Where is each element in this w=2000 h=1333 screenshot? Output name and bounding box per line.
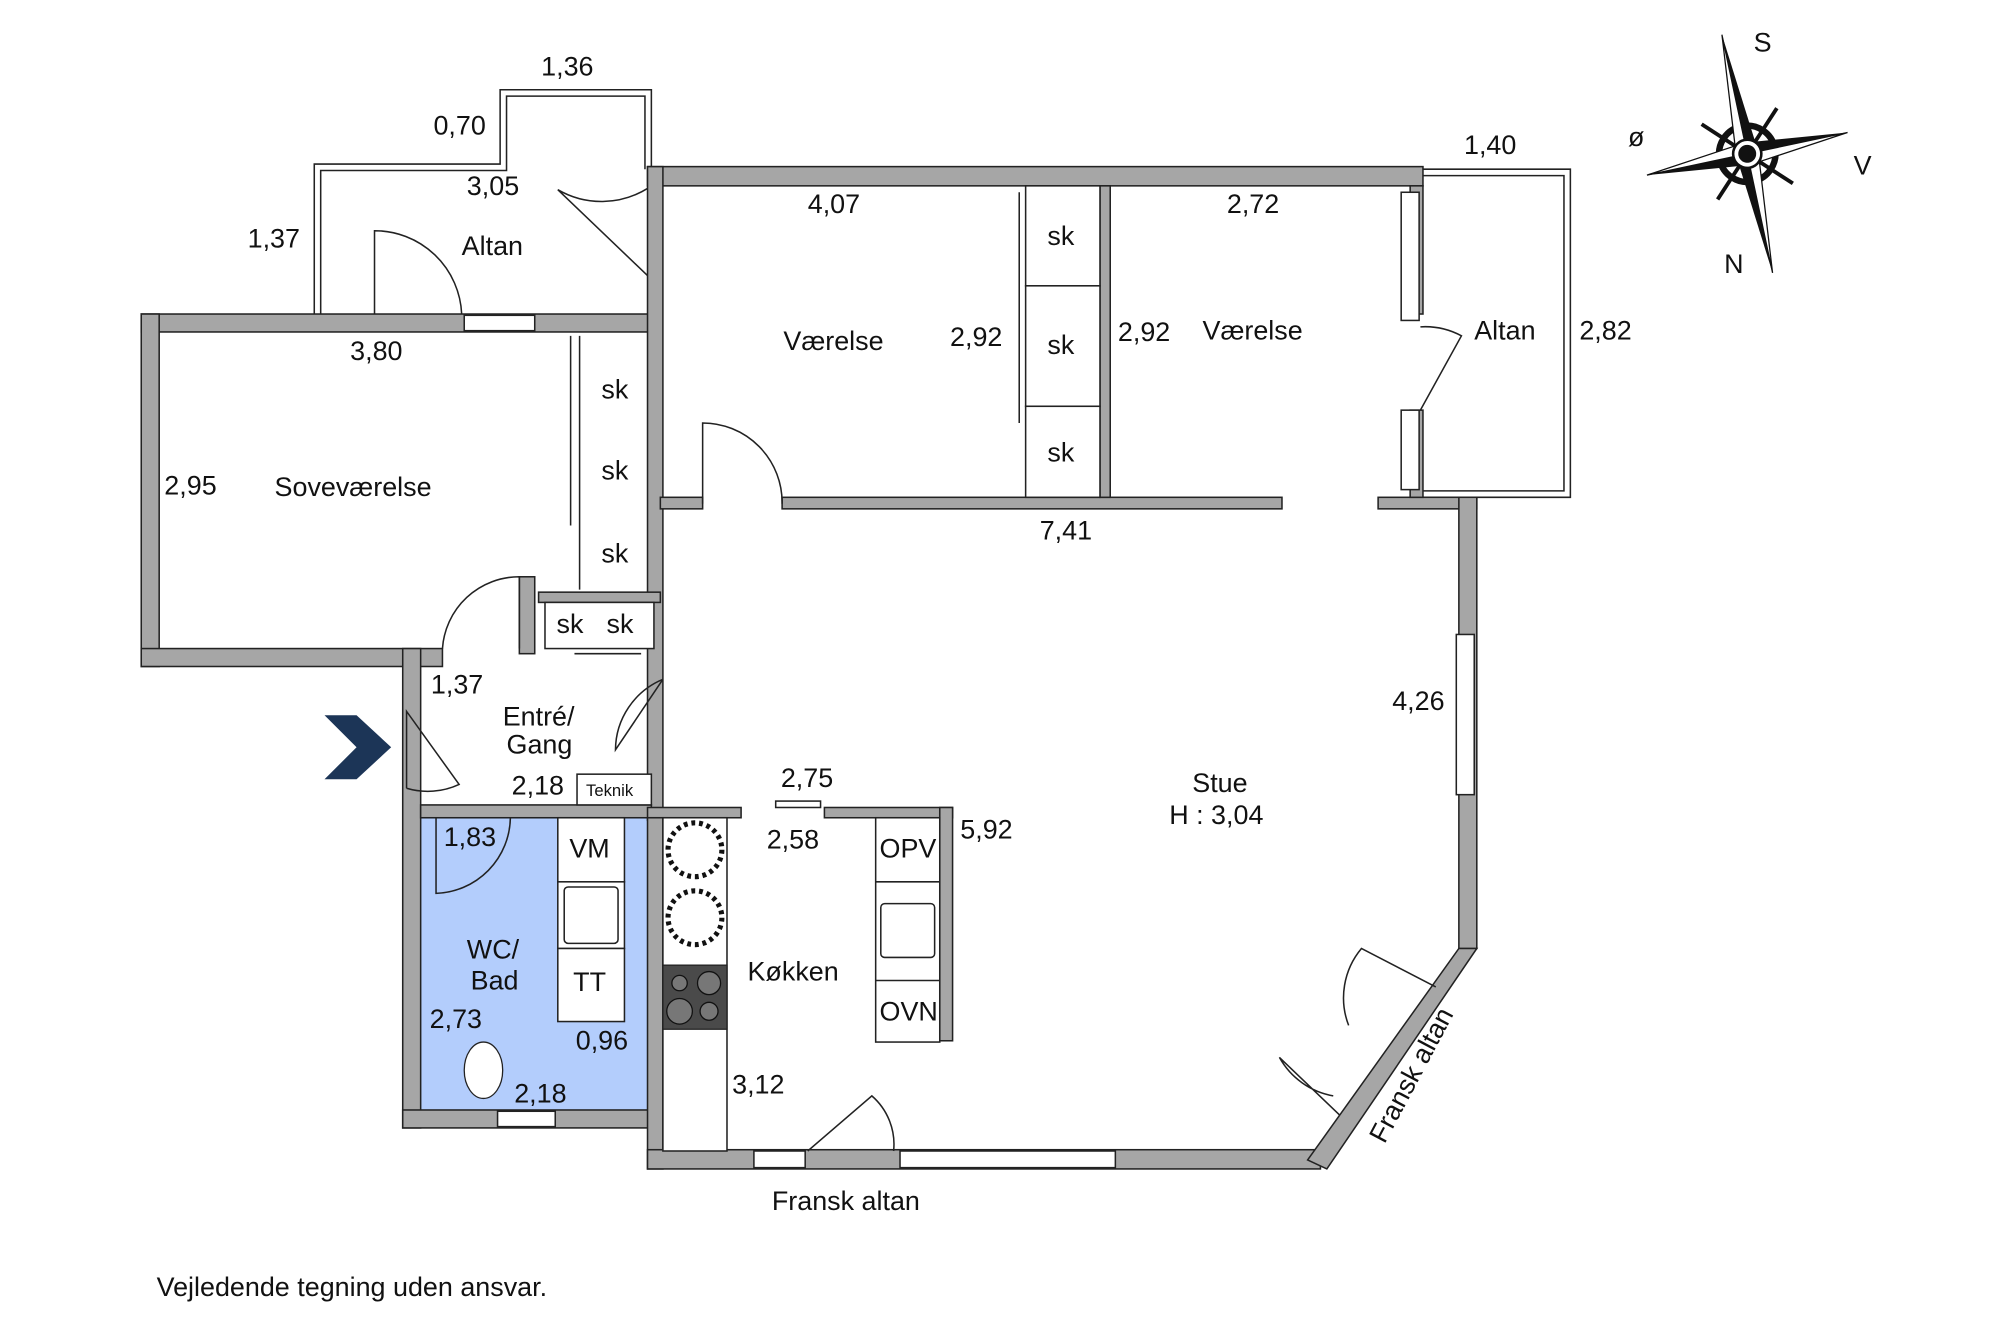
dim: 1,36 — [541, 52, 593, 82]
closet-label: sk — [1047, 437, 1074, 467]
dim: 2,58 — [767, 825, 819, 855]
entry-arrow-icon — [324, 715, 392, 780]
dim: 2,82 — [1579, 316, 1631, 346]
room-kokken: Køkken — [747, 957, 838, 987]
dim: 7,41 — [1040, 516, 1092, 546]
balcony-right-railing — [1420, 168, 1572, 499]
dim: 2,72 — [1227, 189, 1279, 219]
compass-icon — [1646, 34, 1848, 274]
compass-s: S — [1754, 27, 1772, 57]
dim: 0,96 — [576, 1026, 628, 1056]
dim: 3,12 — [732, 1069, 784, 1099]
doors — [373, 187, 1463, 1152]
dim: 2,95 — [164, 471, 216, 501]
dimension-labels: 1,36 0,70 3,05 1,37 3,80 4,07 2,92 2,92 … — [164, 52, 1631, 1109]
oven-label: OVN — [880, 996, 938, 1026]
windows — [463, 191, 1476, 1169]
dim: 4,26 — [1392, 686, 1444, 716]
washing-machine-label: VM — [569, 833, 609, 863]
room-stue: Stue — [1192, 768, 1247, 798]
dim: 2,92 — [950, 322, 1002, 352]
dim: 1,40 — [1464, 130, 1516, 160]
closet-label: sk — [601, 539, 628, 569]
compass-n: N — [1724, 249, 1743, 279]
disclaimer: Vejledende tegning uden ansvar. — [157, 1272, 547, 1302]
closet-label: sk — [557, 609, 584, 639]
balcony-left-railing — [313, 88, 653, 315]
toilet — [463, 1041, 504, 1100]
room-altan-right: Altan — [1474, 316, 1535, 346]
fixture-labels: sk sk sk sk sk sk sk sk VM TT OPV OVN — [557, 221, 1075, 1026]
dim: 0,70 — [433, 111, 485, 141]
closet-label: sk — [1047, 221, 1074, 251]
dim: 2,92 — [1118, 317, 1170, 347]
room-entre-1: Entré/ — [503, 701, 575, 731]
dim: 3,80 — [350, 336, 402, 366]
room-wc-1: WC/ — [467, 935, 520, 965]
compass-o: ø — [1628, 122, 1644, 152]
compass-v: V — [1854, 150, 1872, 180]
fransk-altan-bottom: Fransk altan — [772, 1186, 920, 1216]
room-vaerelse-1: Værelse — [783, 326, 883, 356]
room-teknik: Teknik — [586, 781, 634, 800]
dim: 4,07 — [808, 189, 860, 219]
room-labels: Altan Værelse Værelse Altan Soveværelse … — [275, 231, 1536, 1216]
room-sovevaerelse: Soveværelse — [275, 472, 432, 502]
dim: 2,18 — [514, 1078, 566, 1108]
dim: 2,18 — [512, 771, 564, 801]
dim: 2,75 — [781, 763, 833, 793]
room-entre-2: Gang — [507, 730, 573, 760]
closet-label: sk — [1047, 330, 1074, 360]
room-wc-2: Bad — [471, 965, 519, 995]
closet-label: sk — [601, 455, 628, 485]
cabinets — [463, 816, 941, 1152]
dishwasher-label: OPV — [880, 833, 937, 863]
closets — [544, 185, 1101, 806]
dryer-label: TT — [573, 967, 606, 997]
room-altan-left: Altan — [462, 231, 523, 261]
dim: 1,83 — [444, 822, 496, 852]
dim: 5,92 — [960, 814, 1012, 844]
dim: 3,05 — [467, 171, 519, 201]
dim: 1,37 — [431, 669, 483, 699]
closet-label: sk — [607, 609, 634, 639]
dim: 2,73 — [430, 1004, 482, 1034]
closet-label: sk — [601, 375, 628, 405]
room-vaerelse-2: Værelse — [1203, 316, 1303, 346]
room-stue-height: H : 3,04 — [1169, 800, 1263, 830]
dim: 1,37 — [248, 223, 300, 253]
